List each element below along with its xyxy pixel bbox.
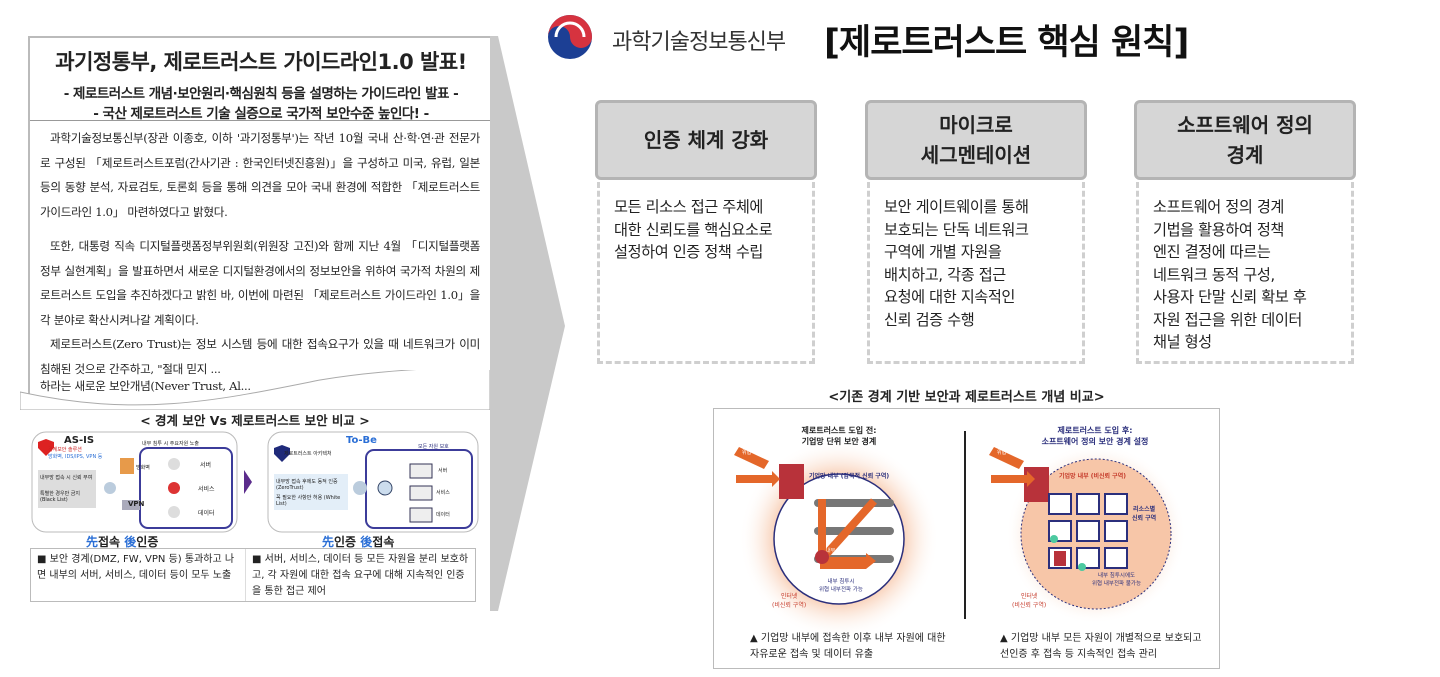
- as-is-resource-data: 데이터: [198, 510, 215, 517]
- as-is-solution: 경계보안 솔루션: [48, 447, 82, 453]
- after-inside-label: 기업망 내부 (비신뢰 구역): [1059, 473, 1126, 480]
- korea-government-emblem-icon: [548, 15, 592, 59]
- to-be-resource-data: 데이터: [436, 512, 450, 518]
- firewall-label: 방화벽: [136, 465, 150, 471]
- paragraph-3-cont: 하라는 새로운 보안개념(Never Trust, Al...: [40, 379, 251, 393]
- to-be-resource-service: 서비스: [436, 490, 450, 496]
- as-is-resource-service: 서비스: [198, 486, 215, 493]
- motto-after: 後: [124, 535, 137, 549]
- small-comparison-desc-box: ■ 보안 경계(DMZ, FW, VPN 등) 통과하고 나면 내부의 서버, …: [30, 548, 476, 602]
- press-release-title: 과기정통부, 제로트러스트 가이드라인1.0 발표!: [55, 50, 467, 74]
- after-internet-label: 인터넷 (비신뢰 구역): [1012, 593, 1047, 609]
- as-is-bullet-1: 내부망 접속 시 신뢰 부여: [40, 475, 93, 481]
- before-title-1: 제로트러스트 도입 전:: [801, 426, 877, 435]
- before-footer: ▲ 기업망 내부에 접속한 이후 내부 자원에 대한 자유로운 접속 및 데이터…: [750, 633, 946, 660]
- after-note: 내부 침투시에도 위협 내부전파 불가능: [1092, 573, 1142, 587]
- to-be-label: To-Be: [346, 435, 377, 446]
- motto-first: 先: [322, 535, 335, 549]
- as-is-desc: ■ 보안 경계(DMZ, FW, VPN 등) 통과하고 나면 내부의 서버, …: [31, 549, 246, 601]
- principle-card-microsegmentation: 마이크로 세그멘테이션 보안 게이트웨이를 통해 보호되는 단독 네트워크 구역…: [865, 100, 1087, 364]
- concept-comparison-box: 제로트러스트 도입 전: 기업망 단위 보안 경계 제로트러스트 도입 후: 소프트…: [713, 408, 1220, 669]
- principle-title: 마이크로 세그멘테이션: [865, 100, 1087, 180]
- before-inside-label: 기업망 내부 (암묵적 신뢰 구역): [809, 473, 890, 480]
- paragraph-2: 또한, 대통령 직속 디지털플랫폼정부위원회(위원장 고진)와 함께 지난 4월…: [40, 239, 480, 327]
- concept-comparison-diagram: [734, 431, 1186, 639]
- before-note: 내부 침투시 위협 내부전파 가능: [819, 579, 863, 593]
- firewall-icon: [779, 464, 804, 499]
- motto-auth: 인증: [334, 535, 361, 549]
- principle-card-software-defined-perimeter: 소프트웨어 정의 경계 소프트웨어 정의 경계 기법을 활용하여 정책 엔진 결…: [1134, 100, 1356, 364]
- as-is-label: AS-IS: [64, 435, 95, 446]
- small-comparison-title: < 경계 보안 Vs 제로트러스트 보안 비교 >: [140, 413, 370, 428]
- principle-card-authentication: 인증 체계 강화 모든 리소스 접근 주체에 대한 신뢰도를 핵심요소로 설정하…: [595, 100, 817, 364]
- after-title-2: 소프트웨어 정의 보안 경계 설정: [1041, 437, 1149, 446]
- small-comparison-diagram: [31, 431, 479, 533]
- to-be-desc: ■ 서버, 서비스, 데이터 등 모든 자원을 분리 보호하고, 각 자원에 대…: [252, 554, 469, 597]
- to-be-bullet-2: 꼭 필요한 사항만 허용 (White List): [276, 495, 341, 507]
- divider: [30, 120, 490, 121]
- to-be-resource-server: 서버: [438, 468, 448, 474]
- to-be-bullet-1: 내부망 접속 후에도 동적 인증(ZeroTrust): [276, 479, 338, 491]
- page-title: [제로트러스트 핵심 원칙]: [824, 23, 1189, 63]
- as-is-solution-detail: 방화벽, IDS/IPS, VPN 등: [48, 454, 103, 460]
- paragraph-1: 과학기술정보통신부(장관 이종호, 이하 '과기정통부')는 작년 10월 국내…: [40, 131, 480, 219]
- before-threat-label: 위협: [742, 450, 752, 456]
- transition-arrow: [490, 36, 565, 611]
- press-release-document: 과기정통부, 제로트러스트 가이드라인1.0 발표! - 제로트러스트 개념·보…: [28, 36, 490, 398]
- motto-connect: 접속: [372, 535, 395, 549]
- principle-body: 보안 게이트웨이를 통해 보호되는 단독 네트워크 구역에 개별 자원을 배치하…: [867, 182, 1085, 364]
- motto-auth: 인증: [136, 535, 159, 549]
- as-is-exposure: 내부 침투 시 주요자원 노출: [142, 441, 199, 447]
- press-release-subtitle-2: - 국산 제로트러스트 기술 실증으로 국가적 보안수준 높인다! -: [93, 106, 429, 122]
- after-title: 제로트러스트 도입 후: 소프트웨어 정의 보안 경계 설정: [1030, 425, 1160, 447]
- principle-title: 인증 체계 강화: [595, 100, 817, 180]
- principle-body: 모든 리소스 접근 주체에 대한 신뢰도를 핵심요소로 설정하여 인증 정책 수…: [597, 182, 815, 364]
- to-be-protect: 모든 자원 보호: [418, 444, 449, 450]
- after-footer: ▲ 기업망 내부 모든 자원이 개별적으로 보호되고 선인증 후 접속 등 지속…: [1000, 633, 1202, 660]
- press-release-subtitle-1: - 제로트러스트 개념·보안원리·핵심원칙 등을 설명하는 가이드라인 발표 -: [63, 86, 459, 102]
- before-title-2: 기업망 단위 보안 경계: [801, 437, 877, 446]
- as-is-motto: 先접속 後인증: [86, 533, 158, 550]
- resource-zone-label: 리소스별 신뢰 구역: [1132, 506, 1157, 522]
- vpn-label: VPN: [128, 500, 145, 508]
- concept-comparison-caption: <기존 경계 기반 보안과 제로트러스트 개념 비교>: [828, 390, 1105, 405]
- paragraph-3: 제로트러스트(Zero Trust)는 정보 시스템 등에 대한 접속요구가 있…: [40, 337, 480, 376]
- torn-paper-edge: [20, 370, 490, 410]
- principle-body: 소프트웨어 정의 경계 기법을 활용하여 정책 엔진 결정에 따르는 네트워크 …: [1136, 182, 1354, 364]
- to-be-solution: 제로트러스트 아키텍처: [284, 451, 332, 457]
- before-internet-label: 인터넷 (비신뢰 구역): [772, 593, 807, 609]
- as-is-resource-server: 서버: [200, 462, 212, 469]
- internal-threat-label: 내부 위협: [826, 548, 846, 554]
- before-title: 제로트러스트 도입 전: 기업망 단위 보안 경계: [774, 425, 904, 447]
- motto-first: 先: [86, 535, 99, 549]
- motto-connect: 접속: [98, 535, 125, 549]
- as-is-bullet-2: 특별한 경우만 금지 (Black List): [40, 491, 80, 503]
- motto-after: 後: [360, 535, 373, 549]
- to-be-desc-text: 서버, 서비스, 데이터 등 모든 자원을 분리 보호하고, 각 자원에 대한 …: [252, 554, 469, 597]
- as-is-desc-text: 보안 경계(DMZ, FW, VPN 등) 통과하고 나면 내부의 서버, 서비…: [37, 554, 235, 581]
- after-threat-label: 위협: [997, 450, 1007, 456]
- after-title-1: 제로트러스트 도입 후:: [1057, 426, 1133, 435]
- ministry-name: 과학기술정보통신부: [612, 30, 786, 55]
- to-be-motto: 先인증 後접속: [322, 533, 394, 550]
- principle-title: 소프트웨어 정의 경계: [1134, 100, 1356, 180]
